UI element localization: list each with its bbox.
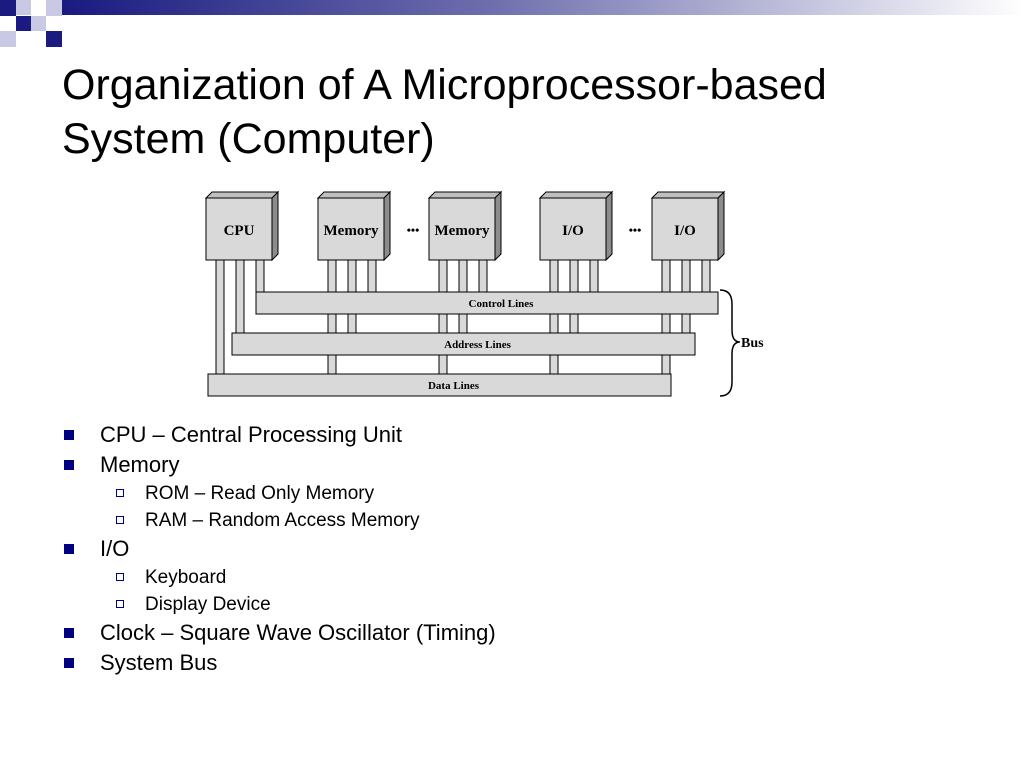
bullet-item: I/O: [62, 534, 862, 564]
decor-square: [16, 16, 31, 31]
module-box-top: [316, 191, 392, 199]
sub-bullet-item: Keyboard: [62, 564, 862, 591]
bus-connector-line: [367, 259, 377, 293]
module-box: [428, 197, 496, 261]
bullet-text: Clock – Square Wave Oscillator (Timing): [100, 620, 496, 645]
bus-connector-line: [255, 259, 265, 293]
bullet-text: I/O: [100, 536, 130, 561]
hollow-square-bullet-icon: [116, 573, 124, 581]
bus-connector-line: [549, 259, 559, 375]
module-label: Memory: [324, 223, 379, 239]
module-label: Memory: [435, 223, 490, 239]
module-box-top: [427, 191, 503, 199]
square-bullet-icon: [64, 430, 74, 440]
module-box-top: [650, 191, 726, 199]
decor-square: [0, 31, 16, 47]
hollow-square-bullet-icon: [116, 489, 124, 497]
slide-title: Organization of A Microprocessor-based S…: [62, 58, 1002, 166]
title-line-1: Organization of A Microprocessor-based: [62, 61, 827, 109]
bus-connector-line: [701, 259, 711, 293]
module-box: [651, 197, 719, 261]
sub-bullet-text: Keyboard: [145, 567, 227, 588]
header-decoration: [0, 0, 1024, 47]
bus-connector-line: [661, 259, 671, 375]
module-label: I/O: [562, 223, 584, 239]
decor-square: [0, 0, 16, 16]
square-bullet-icon: [64, 544, 74, 554]
bus-line-address: [231, 332, 696, 356]
module-box-side: [271, 190, 279, 262]
title-line-2: System (Computer): [62, 115, 435, 163]
sub-bullet-text: RAM – Random Access Memory: [145, 510, 420, 531]
module-box-side: [383, 190, 391, 262]
decor-square: [31, 16, 46, 31]
module-box-side: [605, 190, 613, 262]
hollow-square-bullet-icon: [116, 516, 124, 524]
decor-square: [46, 0, 62, 16]
bus-connector-line: [478, 259, 488, 293]
module-box: [205, 197, 273, 261]
bullet-text: System Bus: [100, 650, 218, 675]
header-gradient-band: [62, 0, 1024, 15]
bus-connector-line: [327, 259, 337, 375]
decor-square: [16, 0, 31, 15]
module-box-top: [204, 191, 280, 199]
bullet-item: CPU – Central Processing Unit: [62, 420, 862, 450]
bus-line-control: [255, 291, 719, 315]
decor-square: [46, 31, 62, 47]
hollow-square-bullet-icon: [116, 600, 124, 608]
ellipsis-dots: •••: [629, 223, 642, 237]
module-box-side: [494, 190, 502, 262]
bus-connector-line: [589, 259, 599, 293]
module-box: [317, 197, 385, 261]
control-lines-label: Control Lines: [469, 298, 535, 310]
address-lines-label: Address Lines: [444, 339, 511, 351]
sub-bullet-text: Display Device: [145, 594, 271, 615]
module-box-top: [538, 191, 614, 199]
sub-bullet-text: ROM – Read Only Memory: [145, 483, 375, 504]
sub-bullet-item: Display Device: [62, 591, 862, 618]
bullet-item: System Bus: [62, 648, 862, 678]
bullet-item: Clock – Square Wave Oscillator (Timing): [62, 618, 862, 648]
module-box-side: [717, 190, 725, 262]
bullet-item: Memory: [62, 450, 862, 480]
module-box: [539, 197, 607, 261]
ellipsis-dots: •••: [407, 223, 420, 237]
bus-connector-line: [215, 259, 225, 375]
sub-bullet-item: ROM – Read Only Memory: [62, 480, 862, 507]
sub-bullet-item: RAM – Random Access Memory: [62, 507, 862, 534]
bus-brace: [719, 289, 741, 397]
module-label: I/O: [674, 223, 696, 239]
square-bullet-icon: [64, 628, 74, 638]
bullet-text: Memory: [100, 452, 180, 477]
bus-line-data: [207, 373, 672, 397]
bus-connector-line: [438, 259, 448, 375]
data-lines-label: Data Lines: [428, 380, 480, 392]
square-bullet-icon: [64, 460, 74, 470]
square-bullet-icon: [64, 658, 74, 668]
bus-label: Bus: [741, 336, 764, 351]
bullet-text: CPU – Central Processing Unit: [100, 422, 403, 447]
bus-connector-line: [235, 259, 245, 334]
module-label: CPU: [224, 223, 255, 239]
